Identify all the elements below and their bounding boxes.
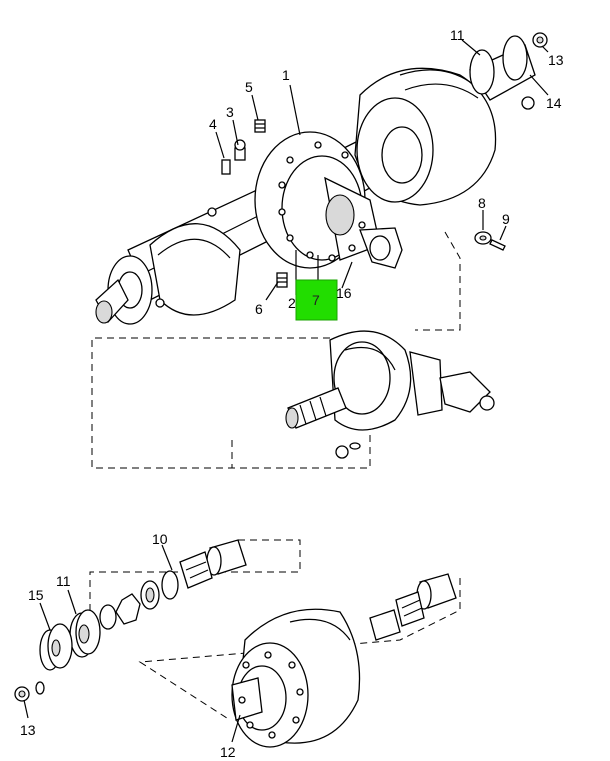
bearing-cup-outer[interactable]: [416, 573, 457, 610]
breather-plug-5[interactable]: [254, 119, 266, 133]
callout-4[interactable]: 4: [209, 116, 217, 132]
callout-8[interactable]: 8: [478, 195, 486, 211]
callout-7[interactable]: 7: [312, 292, 320, 308]
nut-13-lower[interactable]: [14, 681, 45, 702]
bearing-cone-outer[interactable]: [395, 591, 425, 627]
adjusting-nut[interactable]: [140, 580, 160, 610]
callout-10[interactable]: 10: [152, 531, 168, 547]
highlight-box-item-7: [295, 279, 338, 321]
callout-15[interactable]: 15: [28, 587, 44, 603]
callout-2[interactable]: 2: [288, 295, 296, 311]
vent-fitting-4[interactable]: [221, 159, 231, 175]
left-housing-bolts: [155, 207, 217, 308]
exploded-boundary-right: [415, 231, 461, 331]
callout-6[interactable]: 6: [255, 301, 263, 317]
exploded-boundary-bearing: [89, 539, 301, 610]
lock-washer[interactable]: [115, 593, 141, 625]
drain-plug-6[interactable]: [276, 272, 288, 288]
bearing-cone-10[interactable]: [179, 551, 213, 589]
stud-hub-15[interactable]: [39, 623, 73, 671]
callout-5[interactable]: 5: [245, 79, 253, 95]
callout-9[interactable]: 9: [502, 211, 510, 227]
callout-11-bottom[interactable]: 11: [56, 573, 71, 589]
callout-16[interactable]: 16: [336, 285, 352, 301]
bearing-cup-inner[interactable]: [369, 609, 401, 641]
callout-11-top[interactable]: 11: [450, 27, 465, 43]
callout-12[interactable]: 12: [220, 744, 236, 760]
oil-seal[interactable]: [161, 570, 179, 600]
axle-housing-assembly[interactable]: [95, 32, 548, 325]
fill-plug-3[interactable]: [234, 139, 246, 161]
bolt-9[interactable]: [489, 239, 506, 251]
bearing-cup-10[interactable]: [206, 539, 247, 576]
jam-nut[interactable]: [99, 604, 117, 630]
axle-flange-11[interactable]: [69, 609, 101, 658]
carrier-bolt-ring: [278, 141, 366, 262]
brake-assembly[interactable]: [285, 330, 495, 459]
exploded-boundary-lower: [138, 578, 461, 721]
exploded-boundary-upper: [91, 337, 330, 469]
callout-3[interactable]: 3: [226, 104, 234, 120]
hub-drum-12[interactable]: [231, 608, 361, 748]
callout-14[interactable]: 14: [546, 95, 562, 111]
callout-13-bottom[interactable]: 13: [20, 722, 36, 738]
washer-8[interactable]: [474, 231, 492, 245]
callout-13-top[interactable]: 13: [548, 52, 564, 68]
exploded-boundary-mid: [231, 420, 371, 469]
callout-1[interactable]: 1: [282, 67, 290, 83]
